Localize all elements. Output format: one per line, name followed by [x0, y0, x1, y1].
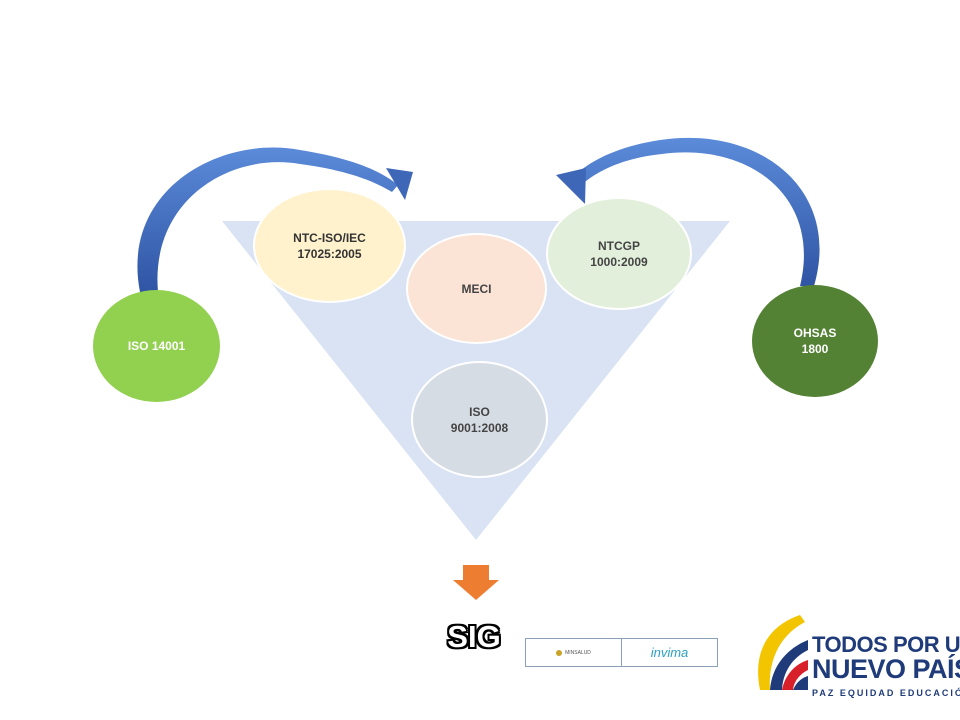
gov-logo-line2: NUEVO PAÍS	[812, 654, 960, 684]
down-arrow-icon	[453, 565, 499, 600]
left-arrow-head	[386, 168, 413, 200]
minsalud-logo-text: MINSALUD	[565, 649, 591, 656]
node-ohsas: OHSAS 1800	[752, 285, 878, 397]
invima-logo-text: invima	[650, 645, 689, 660]
invima-logo: invima	[621, 639, 717, 666]
seal-icon	[556, 649, 563, 656]
minsalud-logo: MINSALUD	[526, 639, 621, 666]
gov-logo-line3: PAZ EQUIDAD EDUCACIÓN	[812, 688, 960, 698]
gov-logo-line1: TODOS POR UN	[812, 632, 960, 657]
node-meci: MECI	[406, 233, 547, 344]
node-ntcgp: NTCGP 1000:2009	[546, 197, 692, 310]
partner-logo-strip: MINSALUD invima	[525, 638, 718, 667]
node-iso-9001: ISO 9001:2008	[411, 361, 548, 478]
node-ntc-iso-iec: NTC-ISO/IEC 17025:2005	[253, 188, 406, 303]
right-arrow-head	[556, 168, 586, 204]
left-curved-arrow	[137, 147, 399, 292]
gov-logo-emblem	[758, 615, 808, 690]
result-label-sig: SIG	[447, 619, 501, 654]
node-iso-14001: ISO 14001	[93, 290, 220, 402]
